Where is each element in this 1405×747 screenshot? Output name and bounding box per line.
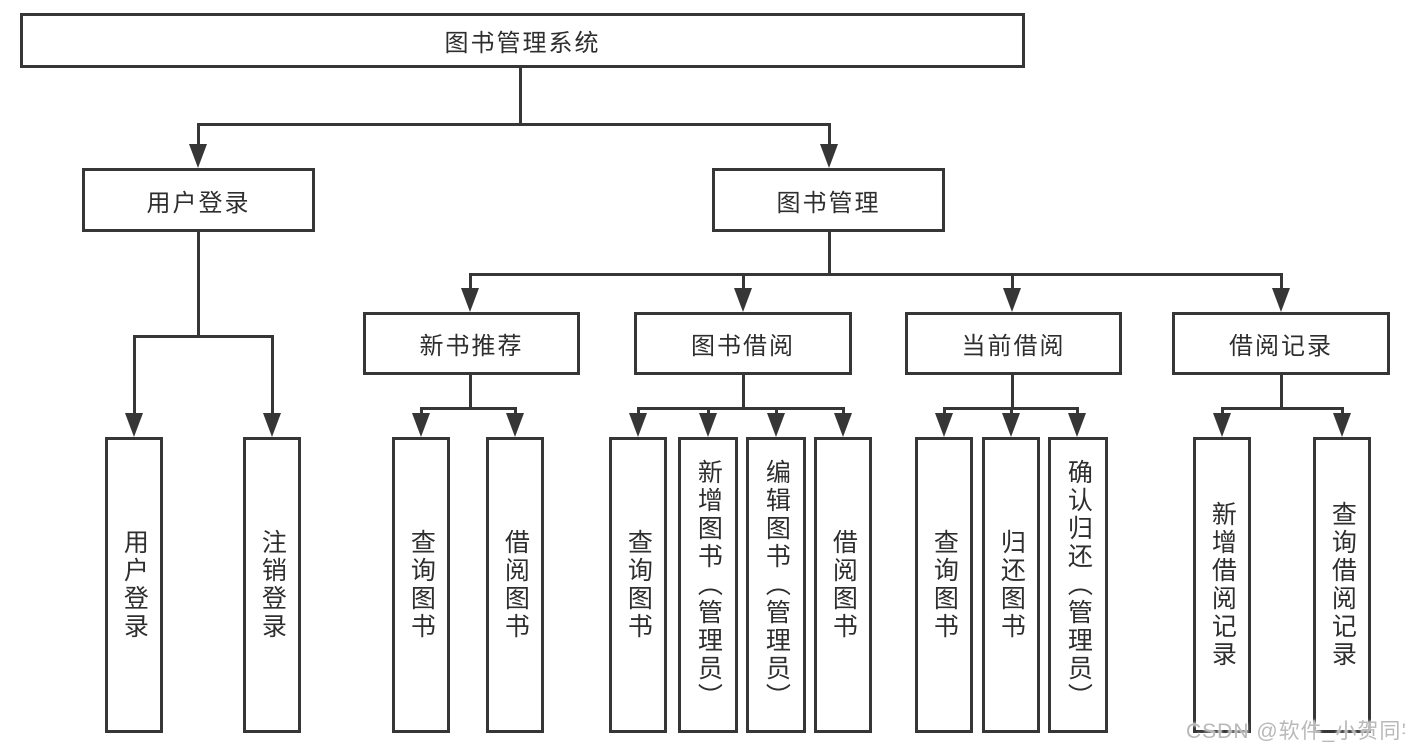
node-current-borrow: 当前借阅 bbox=[905, 312, 1122, 375]
arrow-down-icon bbox=[1068, 413, 1086, 437]
node-label: 图书借阅 bbox=[691, 333, 795, 360]
connector-drop bbox=[1076, 407, 1079, 417]
connector-root-bar bbox=[197, 123, 831, 126]
connector-book-management-stub bbox=[828, 232, 831, 276]
connector-drop bbox=[943, 407, 946, 417]
leaf-current-query-book: 查询图书 bbox=[915, 437, 973, 733]
connector-borrow-records-stub bbox=[1280, 375, 1283, 410]
connector-drop-new-book-recommend bbox=[469, 273, 472, 291]
leaf-label: 注销登录 bbox=[258, 529, 287, 641]
node-book-borrow: 图书借阅 bbox=[634, 312, 852, 375]
connector-user-login-bar bbox=[133, 335, 274, 338]
leaf-logout: 注销登录 bbox=[243, 437, 301, 733]
arrow-down-icon bbox=[1272, 288, 1290, 312]
node-new-book-recommend: 新书推荐 bbox=[363, 312, 580, 375]
connector-user-login-stub bbox=[197, 232, 200, 338]
connector-recommend-bar bbox=[420, 407, 517, 410]
node-label: 借阅记录 bbox=[1229, 333, 1333, 360]
connector-drop bbox=[1221, 407, 1224, 417]
connector-drop bbox=[1010, 407, 1013, 417]
connector-drop bbox=[775, 407, 778, 417]
connector-book-borrow-bar bbox=[637, 407, 845, 410]
arrow-down-icon bbox=[1333, 413, 1351, 437]
node-user-login: 用户登录 bbox=[82, 168, 315, 232]
connector-drop-book-management bbox=[828, 123, 831, 148]
arrow-down-icon bbox=[1213, 413, 1231, 437]
leaf-label: 查询借阅记录 bbox=[1328, 501, 1357, 669]
arrow-down-icon bbox=[820, 144, 838, 168]
connector-recommend-stub bbox=[469, 375, 472, 410]
connector-drop-book-borrow bbox=[742, 273, 745, 291]
arrow-down-icon bbox=[834, 413, 852, 437]
leaf-label: 归还图书 bbox=[997, 529, 1026, 641]
leaf-return-book: 归还图书 bbox=[982, 437, 1040, 733]
leaf-label: 借阅图书 bbox=[829, 529, 858, 641]
leaf-borrow-query-book: 查询图书 bbox=[609, 437, 667, 733]
leaf-label: 编辑图书（管理员） bbox=[762, 459, 791, 711]
connector-drop bbox=[637, 407, 640, 417]
connector-drop bbox=[514, 407, 517, 417]
arrow-down-icon bbox=[189, 144, 207, 168]
node-label: 图书管理 bbox=[776, 189, 881, 217]
connector-drop bbox=[707, 407, 710, 417]
leaf-user-login: 用户登录 bbox=[105, 437, 163, 733]
node-label: 当前借阅 bbox=[961, 333, 1066, 360]
leaf-label: 查询图书 bbox=[407, 529, 436, 641]
connector-root-stub bbox=[519, 68, 522, 126]
leaf-label: 查询图书 bbox=[930, 529, 959, 641]
leaf-recommend-query-book: 查询图书 bbox=[392, 437, 450, 733]
leaf-confirm-return-admin: 确认归还（管理员） bbox=[1048, 437, 1108, 733]
connector-current-borrow-stub bbox=[1011, 375, 1014, 410]
arrow-down-icon bbox=[412, 413, 430, 437]
node-book-management: 图书管理 bbox=[712, 168, 945, 232]
arrow-down-icon bbox=[461, 288, 479, 312]
arrow-down-icon bbox=[263, 413, 281, 437]
connector-book-management-bar bbox=[469, 273, 1283, 276]
connector-drop bbox=[1341, 407, 1344, 417]
arrow-down-icon bbox=[935, 413, 953, 437]
arrow-down-icon bbox=[629, 413, 647, 437]
node-borrow-records: 借阅记录 bbox=[1172, 312, 1390, 375]
arrow-down-icon bbox=[506, 413, 524, 437]
leaf-label: 借阅图书 bbox=[501, 529, 530, 641]
node-library-management-system: 图书管理系统 bbox=[20, 13, 1025, 68]
arrow-down-icon bbox=[734, 288, 752, 312]
leaf-label: 用户登录 bbox=[120, 529, 149, 641]
csdn-watermark: CSDN @软件_小贺同学 bbox=[1186, 720, 1405, 743]
connector-drop bbox=[420, 407, 423, 417]
node-label: 用户登录 bbox=[146, 189, 251, 217]
connector-drop-user-login bbox=[197, 123, 200, 148]
arrow-down-icon bbox=[1002, 413, 1020, 437]
leaf-edit-book-admin: 编辑图书（管理员） bbox=[746, 437, 806, 733]
leaf-recommend-borrow-book: 借阅图书 bbox=[486, 437, 544, 733]
connector-drop-current-borrow bbox=[1011, 273, 1014, 291]
leaf-label: 查询图书 bbox=[624, 529, 653, 641]
connector-book-borrow-stub bbox=[742, 375, 745, 410]
leaf-label: 确认归还（管理员） bbox=[1064, 459, 1093, 711]
leaf-label: 新增图书（管理员） bbox=[694, 459, 723, 711]
connector-borrow-records-bar bbox=[1221, 407, 1344, 410]
leaf-borrow-book: 借阅图书 bbox=[814, 437, 872, 733]
connector-drop-borrow-records bbox=[1280, 273, 1283, 291]
leaf-label: 新增借阅记录 bbox=[1208, 501, 1237, 669]
leaf-add-borrow-record: 新增借阅记录 bbox=[1193, 437, 1251, 733]
arrow-down-icon bbox=[767, 413, 785, 437]
connector-drop bbox=[842, 407, 845, 417]
arrow-down-icon bbox=[699, 413, 717, 437]
arrow-down-icon bbox=[125, 413, 143, 437]
connector-drop-leaf-logout bbox=[271, 335, 274, 415]
node-label: 图书管理系统 bbox=[444, 30, 601, 57]
leaf-add-book-admin: 新增图书（管理员） bbox=[678, 437, 738, 733]
node-label: 新书推荐 bbox=[419, 333, 524, 360]
leaf-query-borrow-record: 查询借阅记录 bbox=[1313, 437, 1371, 733]
arrow-down-icon bbox=[1003, 288, 1021, 312]
connector-drop-leaf-user-login bbox=[133, 335, 136, 415]
